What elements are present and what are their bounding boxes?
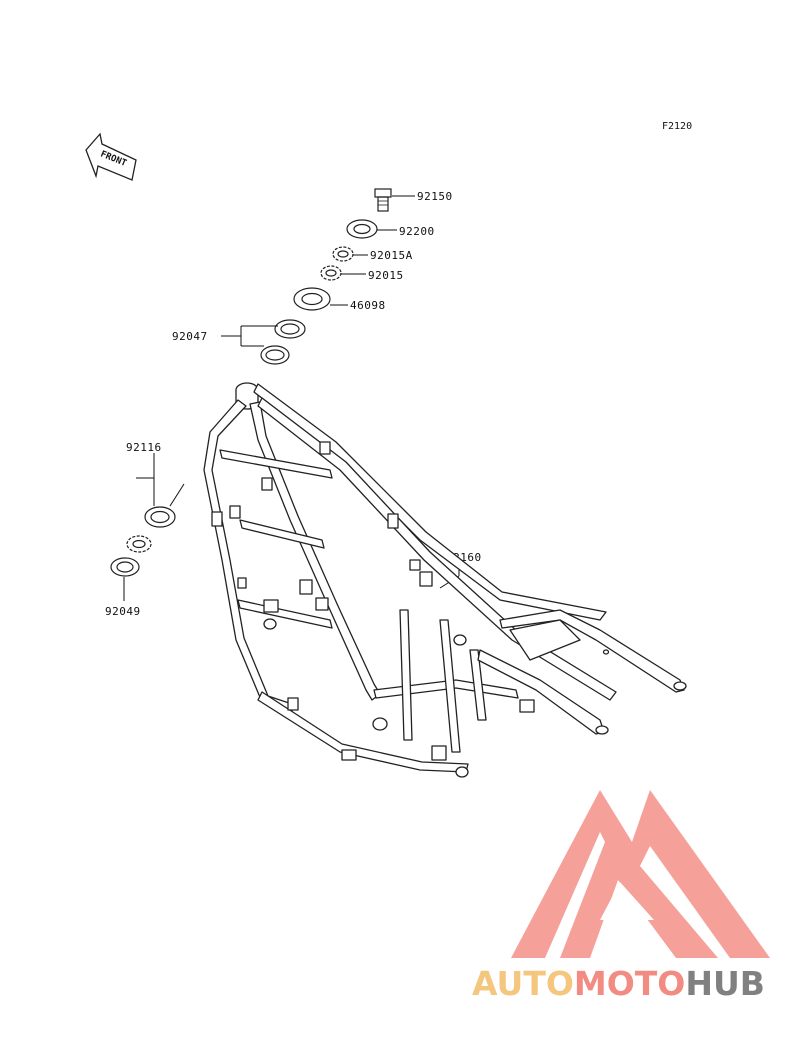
lower-race — [144, 506, 176, 528]
front-arrow-icon: FRONT — [85, 132, 137, 181]
motorcycle-frame — [203, 382, 687, 778]
seal-part — [110, 557, 140, 577]
watermark-part-2: MOTO — [574, 964, 685, 1003]
part-label: 92015 — [368, 269, 404, 282]
lower-bearing — [126, 535, 152, 553]
part-label: 92015A — [370, 249, 413, 262]
part-label: 46098 — [350, 299, 386, 312]
washer-part — [346, 219, 378, 239]
part-label: 92150 — [417, 190, 453, 203]
dust-cap — [293, 287, 331, 311]
part-label: 92116 — [126, 441, 162, 454]
watermark-logo-icon — [511, 790, 770, 958]
upper-bearing — [274, 319, 306, 339]
watermark-part-3: HUB — [685, 964, 765, 1003]
upper-race — [260, 345, 290, 365]
part-label: 92047 — [172, 330, 208, 343]
watermark-text: AUTOMOTOHUB — [472, 964, 765, 1003]
stem-nut-lower — [320, 265, 342, 281]
diagram-code: F2120 — [662, 121, 692, 132]
watermark-part-1: AUTO — [472, 964, 574, 1003]
leader-lines — [123, 195, 460, 601]
stem-nut-upper — [332, 246, 354, 262]
part-label: 92049 — [105, 605, 141, 618]
part-label: 92200 — [399, 225, 435, 238]
steering-stem-bolt — [374, 188, 392, 212]
